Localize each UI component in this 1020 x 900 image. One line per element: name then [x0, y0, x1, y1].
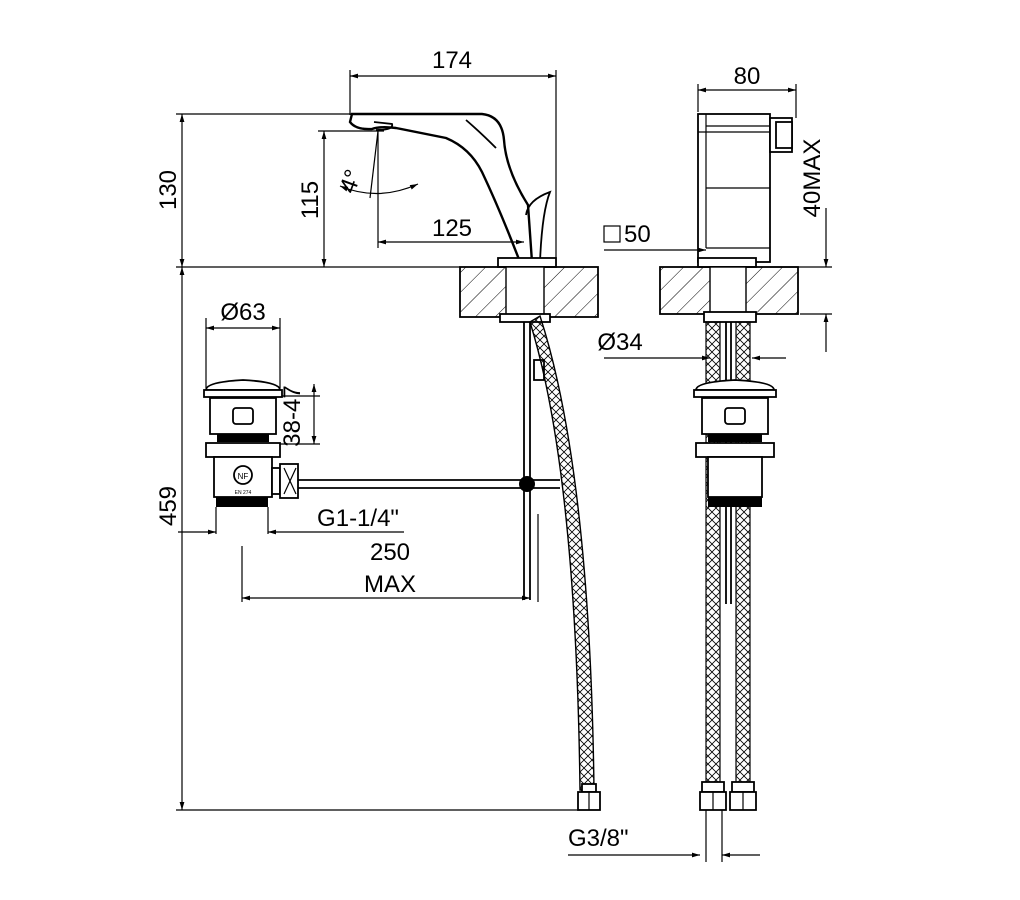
waste-nut: [205, 442, 281, 458]
dim-g114-label: G1-1/4": [317, 505, 399, 532]
waste-cap: [205, 379, 281, 391]
mounting-shank: [505, 266, 545, 318]
dim-angle: 4°: [334, 130, 419, 199]
dim-total-height: 130: [155, 113, 460, 268]
dim-34-label: Ø34: [597, 329, 642, 356]
waste-thread: [216, 497, 268, 507]
dim-459-label: 459: [155, 486, 182, 526]
cert-text: EN 274: [235, 490, 252, 496]
dim-max-label: MAX: [364, 571, 416, 598]
dim-40max-label: 40MAX: [799, 139, 826, 218]
dim-125-label: 125: [432, 215, 472, 242]
dim-250-label: 250: [370, 539, 410, 566]
dim-hose-thread-front: G3/8": [568, 825, 700, 858]
spout-body: [348, 112, 534, 264]
dim-130-label: 130: [155, 170, 182, 210]
faucet-base: [497, 257, 557, 268]
flexible-hose: [529, 314, 595, 791]
dim-115-label: 115: [297, 181, 324, 219]
nf-logo-text: NF: [238, 472, 249, 481]
dim-50-label: 50: [624, 221, 651, 248]
dim-spout-height: 115: [297, 130, 384, 267]
dim-80-label: 80: [734, 63, 761, 90]
dim-g38-label: G3/8": [568, 825, 629, 852]
front-view: 174 130 115 125 4°: [155, 47, 700, 858]
side-view: 80 50 40MAX Ø34: [597, 63, 832, 862]
fixing-nut: [499, 313, 551, 323]
rod-connector: [519, 476, 535, 492]
handle-lever: [525, 190, 552, 263]
dim-38-47-label: 38-47: [279, 385, 306, 446]
dim-spout-reach: 125: [377, 131, 524, 248]
dim-hose-length: 459: [155, 267, 580, 811]
square-symbol: [603, 225, 621, 243]
dim-spout-width: 174: [349, 47, 557, 265]
dim-174-label: 174: [432, 47, 472, 74]
nf-logo: [233, 465, 253, 485]
pop-up-waste: Ø63 38-47 NF EN 274 G1-1/4": [178, 299, 560, 602]
aerator: [373, 121, 394, 131]
spout-highlight: [465, 119, 497, 149]
dim-63-label: Ø63: [220, 299, 265, 326]
